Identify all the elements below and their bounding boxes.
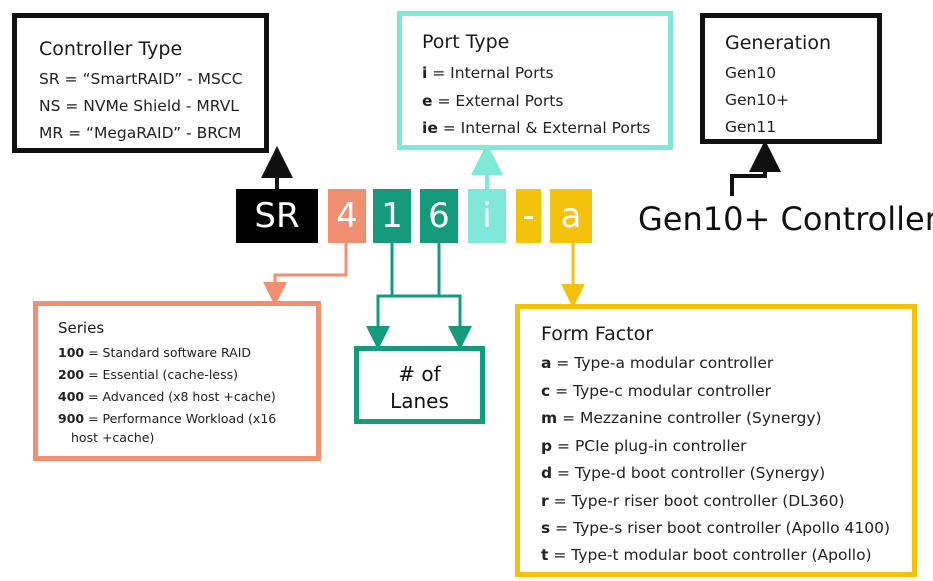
form-desc: = Type-c modular controller bbox=[550, 382, 771, 400]
form-desc: = Type-t modular boot controller (Apollo… bbox=[548, 546, 872, 564]
series-code: 400 bbox=[58, 389, 85, 404]
controller-type-row: MR = “MegaRAID” - BRCM bbox=[39, 124, 242, 142]
arrow-4-to-series bbox=[263, 243, 348, 306]
series-row: 900 = Performance Workload (x16 bbox=[58, 411, 276, 426]
form-code: a bbox=[541, 354, 552, 372]
form-factor-row: s = Type-s riser boot controller (Apollo… bbox=[541, 519, 890, 537]
series-code: 200 bbox=[58, 367, 85, 382]
form-factor-row: r = Type-r riser boot controller (DL360) bbox=[541, 492, 845, 510]
port-type-row: i = Internal Ports bbox=[422, 64, 554, 82]
port-type-row: ie = Internal & External Ports bbox=[422, 119, 650, 137]
series-desc: = Performance Workload (x16 bbox=[84, 411, 277, 426]
lanes-label-line2: Lanes bbox=[390, 389, 449, 413]
series-desc: = Standard software RAID bbox=[84, 345, 252, 360]
form-factor-box: Form Factor a = Type-a modular controlle… bbox=[515, 304, 917, 577]
form-code: t bbox=[541, 546, 549, 564]
form-desc: = Type-d boot controller (Synergy) bbox=[552, 464, 826, 482]
lanes-box: # of Lanes bbox=[354, 346, 485, 424]
form-desc: = Mezzanine controller (Synergy) bbox=[557, 409, 822, 427]
series-code: 900 bbox=[58, 411, 85, 426]
form-code: d bbox=[541, 464, 553, 482]
series-row-continued: host +cache) bbox=[71, 430, 155, 445]
series-title: Series bbox=[58, 319, 105, 337]
form-desc: = Type-r riser boot controller (DL360) bbox=[548, 492, 845, 510]
segment-form-factor: a bbox=[550, 189, 592, 243]
segment-separator: - bbox=[516, 189, 541, 243]
form-factor-row: c = Type-c modular controller bbox=[541, 382, 771, 400]
port-desc: = External Ports bbox=[432, 92, 564, 110]
generation-row: Gen10 bbox=[725, 64, 777, 82]
generation-row: Gen10+ bbox=[725, 91, 790, 109]
port-desc: = Internal Ports bbox=[427, 64, 554, 82]
series-row: 400 = Advanced (x8 host +cache) bbox=[58, 389, 276, 404]
series-row: 200 = Essential (cache-less) bbox=[58, 367, 238, 382]
form-factor-row: t = Type-t modular boot controller (Apol… bbox=[541, 546, 872, 564]
lanes-label-line1: # of bbox=[398, 362, 441, 386]
generation-title: Generation bbox=[725, 32, 831, 54]
segment-series: 4 bbox=[328, 189, 366, 243]
series-code: 100 bbox=[58, 345, 85, 360]
series-box: Series 100 = Standard software RAID 200 … bbox=[33, 301, 321, 461]
form-code: p bbox=[541, 437, 553, 455]
form-factor-row: p = PCIe plug-in controller bbox=[541, 437, 747, 455]
controller-type-box: Controller Type SR = “SmartRAID” - MSCC … bbox=[12, 13, 269, 153]
port-desc: = Internal & External Ports bbox=[437, 119, 651, 137]
form-desc: = Type-a modular controller bbox=[551, 354, 774, 372]
generation-box: Generation Gen10 Gen10+ Gen11 bbox=[700, 13, 882, 144]
port-type-box: Port Type i = Internal Ports e = Externa… bbox=[397, 11, 673, 150]
port-type-row: e = External Ports bbox=[422, 92, 563, 110]
form-factor-title: Form Factor bbox=[541, 323, 654, 345]
form-factor-row: a = Type-a modular controller bbox=[541, 354, 773, 372]
generation-callout: Gen10+ Controller bbox=[638, 200, 933, 238]
segment-lanes-tens: 1 bbox=[373, 189, 411, 243]
controller-type-row: SR = “SmartRAID” - MSCC bbox=[39, 70, 243, 88]
form-factor-row: d = Type-d boot controller (Synergy) bbox=[541, 464, 825, 482]
port-code: e bbox=[422, 92, 433, 110]
form-desc: = Type-s riser boot controller (Apollo 4… bbox=[550, 519, 891, 537]
port-type-title: Port Type bbox=[422, 31, 510, 53]
series-desc: = Advanced (x8 host +cache) bbox=[84, 389, 276, 404]
form-desc: = PCIe plug-in controller bbox=[552, 437, 747, 455]
form-code: s bbox=[541, 519, 551, 537]
lanes-label: # of Lanes bbox=[359, 361, 480, 415]
segment-port-type: i bbox=[468, 189, 506, 243]
generation-row: Gen11 bbox=[725, 118, 777, 136]
series-row: 100 = Standard software RAID bbox=[58, 345, 251, 360]
series-desc: = Essential (cache-less) bbox=[84, 367, 238, 382]
port-code: i bbox=[422, 64, 428, 82]
form-factor-row: m = Mezzanine controller (Synergy) bbox=[541, 409, 822, 427]
segment-controller-type: SR bbox=[236, 189, 318, 243]
segment-lanes-ones: 6 bbox=[420, 189, 458, 243]
form-code: m bbox=[541, 409, 558, 427]
arrow-6-to-lanes bbox=[437, 243, 472, 350]
controller-type-row: NS = NVMe Shield - MRVL bbox=[39, 97, 239, 115]
form-code: r bbox=[541, 492, 549, 510]
controller-type-title: Controller Type bbox=[39, 38, 183, 60]
port-code: ie bbox=[422, 119, 438, 137]
arrow-1-to-lanes bbox=[366, 243, 394, 350]
form-code: c bbox=[541, 382, 551, 400]
arrow-callout-to-generation bbox=[730, 140, 781, 196]
